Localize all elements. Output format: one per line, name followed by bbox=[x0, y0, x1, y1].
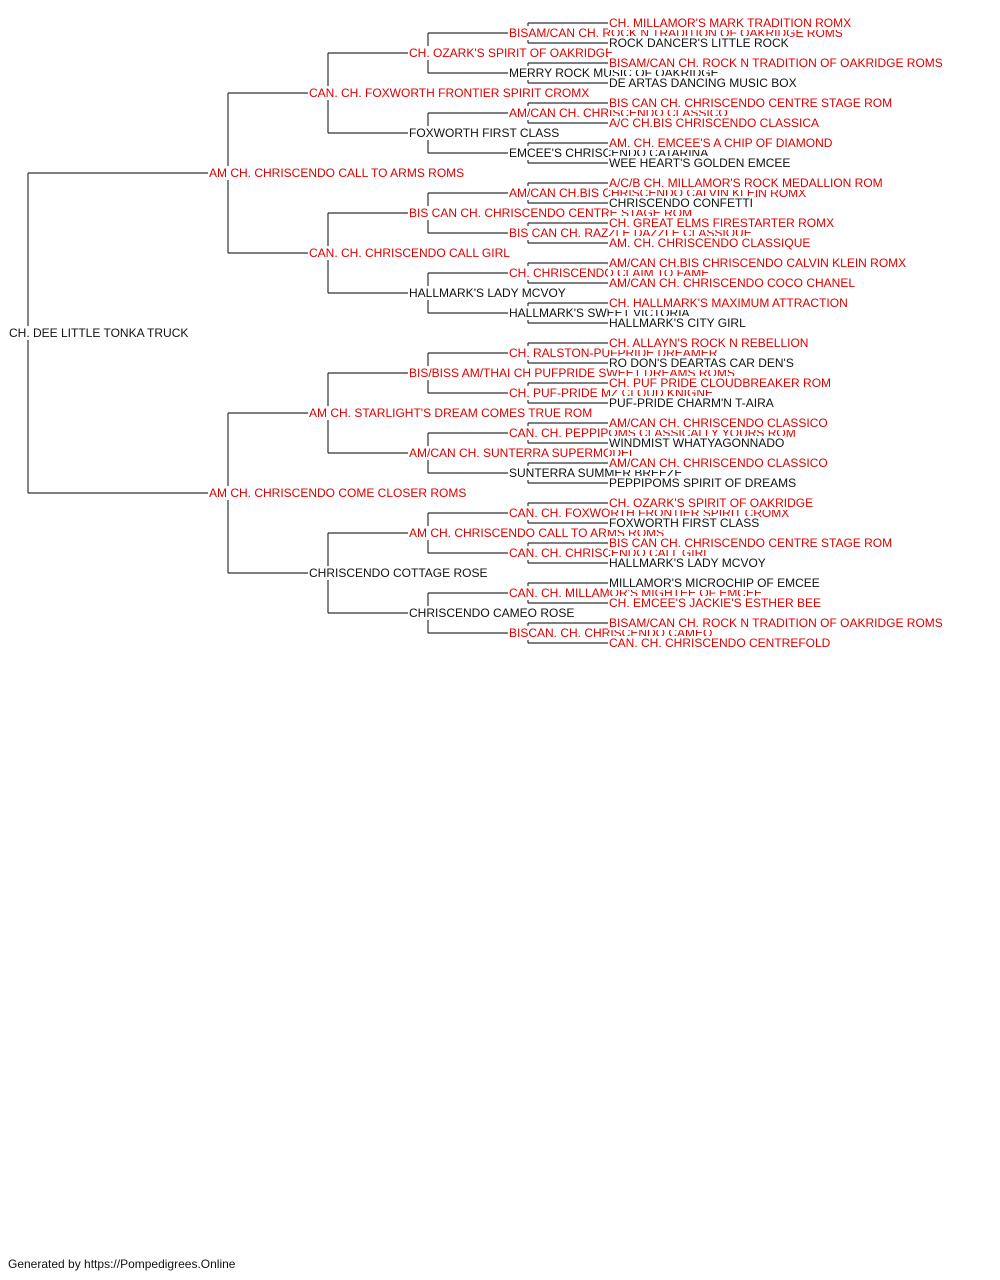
sire-gen5[interactable]: CH. ALLAYN'S ROCK N REBELLION bbox=[608, 336, 810, 350]
sire-gen5[interactable]: AM/CAN CH. CHRISCENDO CLASSICO bbox=[608, 456, 829, 470]
dam-gen5[interactable]: CHRISCENDO CONFETTI bbox=[608, 196, 754, 210]
dam-gen5[interactable]: CAN. CH. CHRISCENDO CENTREFOLD bbox=[608, 636, 832, 650]
sire-gen5[interactable]: BIS CAN CH. CHRISCENDO CENTRE STAGE ROM bbox=[608, 536, 894, 550]
sire-gen5[interactable]: AM. CH. EMCEE'S A CHIP OF DIAMOND bbox=[608, 136, 834, 150]
dam-gen2[interactable]: CAN. CH. CHRISCENDO CALL GIRL bbox=[308, 246, 511, 260]
sire-gen1[interactable]: AM CH. CHRISCENDO CALL TO ARMS ROMS bbox=[208, 166, 466, 180]
sire-gen5[interactable]: BIS CAN CH. CHRISCENDO CENTRE STAGE ROM bbox=[608, 96, 894, 110]
dam-gen5[interactable]: PUF-PRIDE CHARM'N T-AIRA bbox=[608, 396, 775, 410]
sire-gen5[interactable]: MILLAMOR'S MICROCHIP OF EMCEE bbox=[608, 576, 821, 590]
dam-gen5[interactable]: WINDMIST WHATYAGONNADO bbox=[608, 436, 786, 450]
dam-gen1[interactable]: AM CH. CHRISCENDO COME CLOSER ROMS bbox=[208, 486, 468, 500]
dam-gen5[interactable]: WEE HEART'S GOLDEN EMCEE bbox=[608, 156, 792, 170]
dam-gen5[interactable]: RO DON'S DEARTAS CAR DEN'S bbox=[608, 356, 795, 370]
dam-gen5[interactable]: AM/CAN CH. CHRISCENDO COCO CHANEL bbox=[608, 276, 857, 290]
dam-gen5[interactable]: A/C CH.BIS CHRISCENDO CLASSICA bbox=[608, 116, 821, 130]
sire-gen5[interactable]: A/C/B CH. MILLAMOR'S ROCK MEDALLION ROM bbox=[608, 176, 884, 190]
dam-gen5[interactable]: HALLMARK'S LADY MCVOY bbox=[608, 556, 767, 570]
dam-gen5[interactable]: CH. EMCEE'S JACKIE'S ESTHER BEE bbox=[608, 596, 822, 610]
sire-gen5[interactable]: BISAM/CAN CH. ROCK N TRADITION OF OAKRID… bbox=[608, 56, 944, 70]
sire-gen5[interactable]: BISAM/CAN CH. ROCK N TRADITION OF OAKRID… bbox=[608, 616, 944, 630]
dam-gen3[interactable]: CHRISCENDO CAMEO ROSE bbox=[408, 606, 576, 620]
sire-gen5[interactable]: AM/CAN CH. CHRISCENDO CLASSICO bbox=[608, 416, 829, 430]
sire-gen5[interactable]: CH. HALLMARK'S MAXIMUM ATTRACTION bbox=[608, 296, 849, 310]
dam-gen5[interactable]: HALLMARK'S CITY GIRL bbox=[608, 316, 747, 330]
sire-gen2[interactable]: AM CH. STARLIGHT'S DREAM COMES TRUE ROM bbox=[308, 406, 594, 420]
sire-gen5[interactable]: AM/CAN CH.BIS CHRISCENDO CALVIN KLEIN RO… bbox=[608, 256, 908, 270]
subject-dog[interactable]: CH. DEE LITTLE TONKA TRUCK bbox=[8, 326, 190, 340]
sire-gen5[interactable]: CH. PUF PRIDE CLOUDBREAKER ROM bbox=[608, 376, 833, 390]
sire-gen2[interactable]: CAN. CH. FOXWORTH FRONTIER SPIRIT CROMX bbox=[308, 86, 591, 100]
dam-gen3[interactable]: FOXWORTH FIRST CLASS bbox=[408, 126, 561, 140]
dam-gen5[interactable]: PEPPIPOMS SPIRIT OF DREAMS bbox=[608, 476, 798, 490]
sire-gen5[interactable]: CH. OZARK'S SPIRIT OF OAKRIDGE bbox=[608, 496, 815, 510]
sire-gen5[interactable]: CH. MILLAMOR'S MARK TRADITION ROMX bbox=[608, 16, 853, 30]
dam-gen5[interactable]: DE ARTAS DANCING MUSIC BOX bbox=[608, 76, 798, 90]
sire-gen3[interactable]: CH. OZARK'S SPIRIT OF OAKRIDGE bbox=[408, 46, 615, 60]
dam-gen3[interactable]: AM/CAN CH. SUNTERRA SUPERMODEL bbox=[408, 446, 637, 460]
dam-gen3[interactable]: HALLMARK'S LADY MCVOY bbox=[408, 286, 567, 300]
generated-by-footer: Generated by https://Pompedigrees.Online bbox=[8, 1257, 236, 1271]
sire-gen5[interactable]: CH. GREAT ELMS FIRESTARTER ROMX bbox=[608, 216, 836, 230]
dam-gen5[interactable]: FOXWORTH FIRST CLASS bbox=[608, 516, 761, 530]
dam-gen2[interactable]: CHRISCENDO COTTAGE ROSE bbox=[308, 566, 489, 580]
sire-gen3[interactable]: AM CH. CHRISCENDO CALL TO ARMS ROMS bbox=[408, 526, 666, 540]
dam-gen5[interactable]: AM. CH. CHRISCENDO CLASSIQUE bbox=[608, 236, 812, 250]
dam-gen5[interactable]: ROCK DANCER'S LITTLE ROCK bbox=[608, 36, 790, 50]
